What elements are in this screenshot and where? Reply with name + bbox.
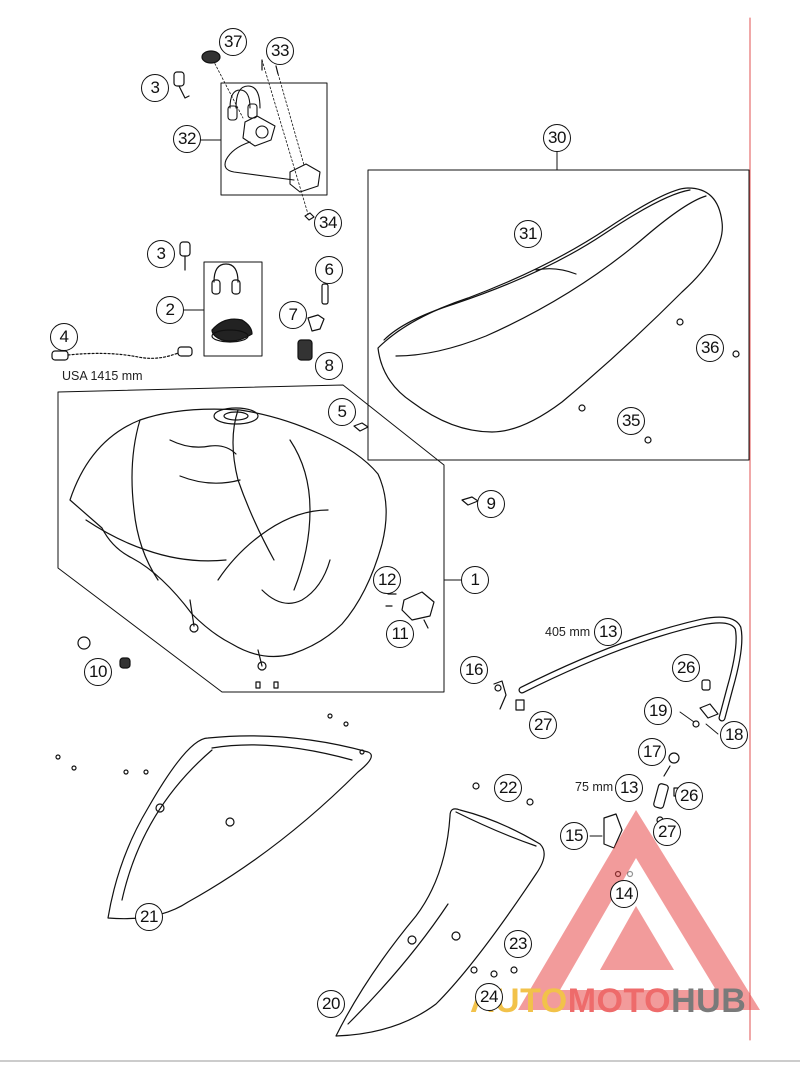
callout-32: 32: [173, 125, 201, 153]
part-4-hose: [51, 346, 193, 361]
callout-16: 16: [460, 656, 488, 684]
dim-hose-long: 405 mm: [545, 625, 591, 639]
callout-12: 12: [373, 566, 401, 594]
callout-10: 10: [84, 658, 112, 686]
part-3-top-shape: [173, 71, 190, 99]
callout-8: 8: [315, 352, 343, 380]
side-panel-20-shape: [335, 782, 545, 1037]
part-10-shape: [77, 636, 131, 669]
seat-shape: [377, 187, 740, 444]
ignition-lock-group: [212, 59, 321, 215]
part-19-18-shape: [692, 703, 719, 728]
fuel-tank-shape: [69, 407, 387, 689]
group-box-30: [367, 169, 750, 461]
callout-23: 23: [504, 930, 532, 958]
part-5-shape: [353, 422, 369, 432]
callout-26-top: 26: [672, 654, 700, 682]
watermark: AUTOMOTOHUB: [470, 982, 746, 1021]
group-box-2: [203, 261, 263, 357]
watermark-part2: MOTO: [567, 982, 672, 1020]
callout-33: 33: [266, 37, 294, 65]
callout-4: 4: [50, 323, 78, 351]
callout-27-low: 27: [653, 818, 681, 846]
part-13-hose-short: [653, 783, 669, 809]
part-3-mid-shape: [179, 241, 191, 271]
callout-5: 5: [328, 398, 356, 426]
callout-20: 20: [317, 990, 345, 1018]
callout-1: 1: [461, 566, 489, 594]
leaders: [183, 139, 719, 837]
part-12-shape: [385, 593, 397, 607]
callout-30: 30: [543, 124, 571, 152]
dim-usa-length: USA 1415 mm: [62, 369, 143, 383]
group-box-32: [220, 82, 328, 196]
part-15-shape: [603, 813, 623, 849]
callout-3-mid: 3: [147, 240, 175, 268]
part-8-shape: [297, 339, 313, 361]
side-panel-21-shape: [55, 713, 372, 920]
part-37-shape: [201, 50, 221, 64]
part-6-shape: [321, 283, 329, 305]
callout-22: 22: [494, 774, 522, 802]
filler-cap-group: [211, 263, 253, 343]
callout-14: 14: [610, 880, 638, 908]
callout-36: 36: [696, 334, 724, 362]
callout-7: 7: [279, 301, 307, 329]
callout-21: 21: [135, 903, 163, 931]
callout-13-short: 13: [615, 774, 643, 802]
part-7-shape: [307, 314, 325, 332]
part-11-shape: [401, 591, 435, 629]
part-16-shape: [493, 680, 507, 710]
callout-6: 6: [315, 256, 343, 284]
callout-34: 34: [314, 209, 342, 237]
callout-18: 18: [720, 721, 748, 749]
part-34-shape: [304, 212, 315, 221]
part-26-top-shape: [701, 679, 711, 691]
callout-31: 31: [514, 220, 542, 248]
part-9-shape: [461, 496, 479, 506]
group-box-1: [57, 384, 445, 693]
part-33-shape: [261, 59, 279, 75]
callout-35: 35: [617, 407, 645, 435]
callout-13-long: 13: [594, 618, 622, 646]
callout-3-top: 3: [141, 74, 169, 102]
callout-19: 19: [644, 697, 672, 725]
callout-24: 24: [475, 983, 503, 1011]
callout-26-low: 26: [675, 782, 703, 810]
callout-11: 11: [386, 620, 414, 648]
callout-2: 2: [156, 296, 184, 324]
callout-9: 9: [477, 490, 505, 518]
watermark-logo-shape: [518, 810, 760, 1010]
part-27-top-shape: [515, 699, 525, 711]
watermark-part3: HUB: [671, 982, 747, 1020]
callout-27-top: 27: [529, 711, 557, 739]
dim-hose-short: 75 mm: [575, 780, 614, 794]
callout-37: 37: [219, 28, 247, 56]
callout-15: 15: [560, 822, 588, 850]
part-17-shape: [663, 752, 680, 777]
callout-17: 17: [638, 738, 666, 766]
